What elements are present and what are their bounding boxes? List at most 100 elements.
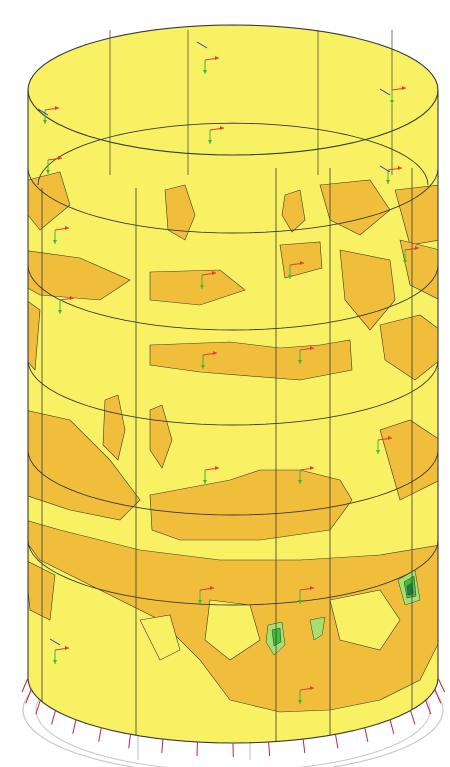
x-axis-head bbox=[55, 106, 59, 110]
support-spike-icon bbox=[434, 689, 442, 704]
xyz-triad-icon bbox=[201, 351, 218, 369]
y-axis-head bbox=[53, 240, 57, 244]
y-axis-head bbox=[298, 600, 302, 604]
x-axis-head bbox=[310, 346, 314, 350]
contour-region bbox=[399, 239, 438, 301]
x-axis-head bbox=[65, 226, 69, 230]
xyz-triad-icon bbox=[200, 271, 217, 289]
contour-region bbox=[28, 409, 141, 521]
y-axis-head bbox=[200, 285, 204, 289]
y-axis-head bbox=[288, 275, 292, 279]
band-ring bbox=[27, 539, 439, 606]
xyz-triad-icon bbox=[53, 226, 70, 244]
xyz-triad-icon bbox=[386, 166, 403, 184]
x-axis-head bbox=[220, 126, 224, 130]
support-spike-icon bbox=[161, 739, 164, 754]
x-axis-head bbox=[310, 466, 314, 470]
support-spike-icon bbox=[425, 700, 432, 715]
xyz-triad-icon bbox=[390, 86, 407, 104]
support-spikes bbox=[21, 677, 446, 758]
x-axis-head bbox=[65, 646, 69, 650]
y-axis-head bbox=[390, 100, 394, 104]
support-spike-icon bbox=[335, 734, 339, 749]
contour-region bbox=[281, 189, 306, 233]
y-axis-head bbox=[298, 360, 302, 364]
contour-region bbox=[379, 419, 438, 501]
x-axis-head bbox=[300, 261, 304, 265]
y-axis-head bbox=[403, 260, 407, 264]
support-spike-icon bbox=[128, 734, 131, 749]
contour-island bbox=[139, 614, 181, 661]
contour-region bbox=[149, 269, 246, 306]
y-axis-head bbox=[386, 180, 390, 184]
contour-region bbox=[319, 179, 391, 236]
x-axis-head bbox=[58, 156, 62, 160]
y-axis-head bbox=[376, 450, 380, 454]
x-axis-head bbox=[70, 296, 74, 300]
contour-region bbox=[379, 314, 438, 381]
band-ring bbox=[27, 359, 439, 426]
z-axis-arrow bbox=[379, 165, 391, 173]
contour-region bbox=[28, 299, 41, 371]
support-spike-icon bbox=[51, 710, 56, 725]
band-ring bbox=[27, 449, 439, 516]
y-axis-head bbox=[208, 140, 212, 144]
x-axis-head bbox=[398, 166, 402, 170]
support-spike-icon bbox=[364, 727, 369, 742]
y-axis-head bbox=[203, 480, 207, 484]
support-spike-icon bbox=[410, 710, 416, 725]
support-spike-icon bbox=[268, 741, 271, 757]
x-axis-head bbox=[415, 246, 419, 250]
support-spike-icon bbox=[389, 719, 395, 734]
y-axis-head bbox=[53, 660, 57, 664]
contour-region bbox=[164, 184, 196, 241]
xyz-triad-icon bbox=[43, 106, 60, 124]
x-axis-head bbox=[213, 351, 217, 355]
x-axis-head bbox=[215, 56, 219, 60]
x-axis-head bbox=[388, 436, 392, 440]
support-spike-icon bbox=[302, 739, 306, 754]
support-spike-icon bbox=[35, 700, 41, 715]
band-ring bbox=[27, 167, 439, 234]
contour-region bbox=[149, 469, 353, 541]
xyz-triad-icon bbox=[46, 156, 63, 174]
xyz-triad-icon bbox=[58, 296, 75, 314]
z-axis-arrow bbox=[37, 108, 49, 116]
y-axis-head bbox=[298, 480, 302, 484]
xyz-triad-icon bbox=[403, 246, 420, 264]
z-axis-arrow bbox=[49, 638, 61, 646]
support-spike-icon bbox=[21, 677, 29, 693]
y-axis-head bbox=[198, 600, 202, 604]
z-axis-arrow bbox=[379, 88, 391, 96]
xyz-triad-icon bbox=[298, 466, 315, 484]
contour-region bbox=[28, 249, 131, 301]
xyz-triad-icon bbox=[298, 686, 315, 704]
contour-region bbox=[149, 404, 173, 469]
support-spike-icon bbox=[25, 689, 32, 704]
xyz-triad-icon bbox=[198, 586, 215, 604]
top-rim-front bbox=[27, 89, 439, 156]
stress-concentration-region bbox=[406, 582, 414, 596]
x-axis-head bbox=[402, 86, 406, 90]
x-axis-head bbox=[215, 466, 219, 470]
contour-island bbox=[204, 599, 261, 661]
xyz-triad-icon bbox=[53, 646, 70, 664]
y-axis-head bbox=[58, 310, 62, 314]
support-spike-icon bbox=[98, 727, 102, 742]
xyz-triad-icon bbox=[298, 586, 315, 604]
stress-concentration-region bbox=[309, 616, 326, 641]
shell-edges bbox=[27, 24, 439, 744]
band-ring bbox=[27, 264, 439, 331]
z-axis-arrow bbox=[196, 41, 208, 49]
local-axis-triads bbox=[37, 41, 420, 704]
y-axis-head bbox=[43, 120, 47, 124]
x-axis-head bbox=[210, 586, 214, 590]
x-axis-head bbox=[212, 271, 216, 275]
xyz-triad-icon bbox=[376, 436, 393, 454]
support-spike-icon bbox=[72, 719, 77, 734]
y-axis-head bbox=[46, 170, 50, 174]
xyz-triad-icon bbox=[203, 466, 220, 484]
